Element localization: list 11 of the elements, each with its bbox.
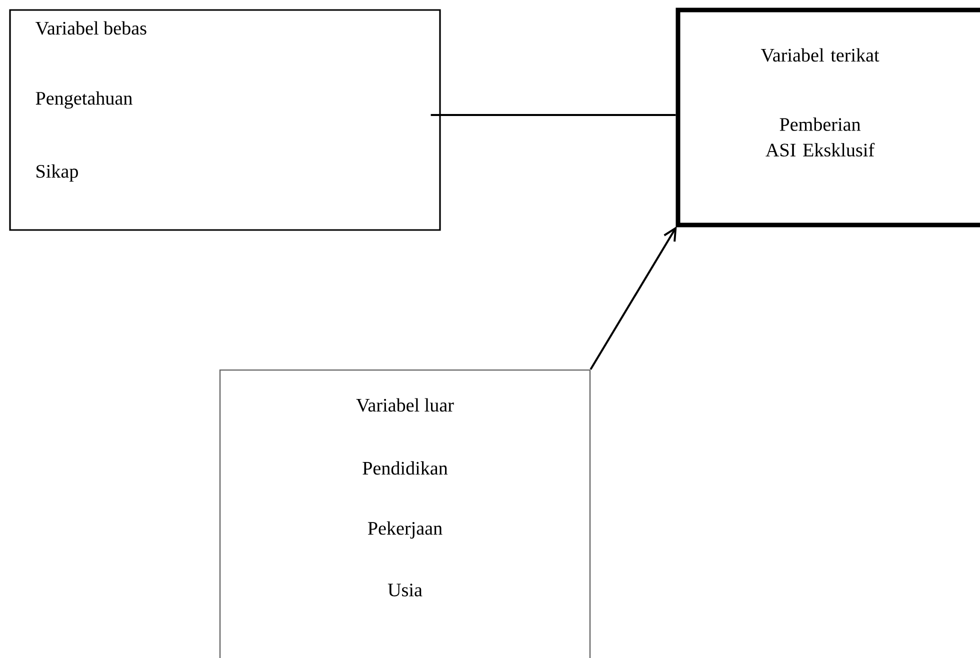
item-text: Pemberian ASI Eksklusif: [766, 118, 875, 157]
heading-text: Variabel bebas: [35, 21, 146, 35]
item-text: Usia: [388, 584, 422, 596]
heading-text: Variabel luar: [356, 398, 454, 412]
connector-line: [430, 114, 676, 116]
item-text: Pengetahuan: [36, 91, 132, 109]
heading-text: Variabel terikat: [760, 48, 880, 62]
item-text: Pendidikan: [362, 461, 448, 475]
item-text: Sikap: [36, 164, 78, 182]
item-text: Pekerjaan: [368, 521, 442, 539]
arrow: [590, 226, 677, 370]
